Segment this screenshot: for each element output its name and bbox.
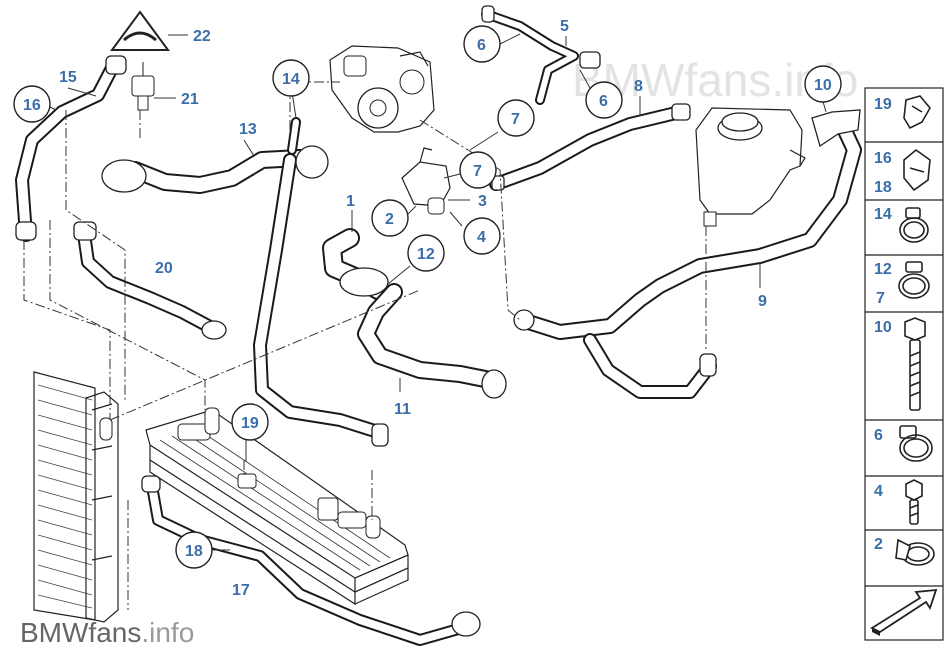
hose-clamp-icon <box>899 207 929 243</box>
hose-connectors <box>15 5 861 637</box>
reference-lines <box>23 81 707 610</box>
screw-icon <box>905 479 923 525</box>
hoses <box>15 9 862 646</box>
arrow-icon <box>870 588 938 636</box>
panel-label-7: 7 <box>876 290 885 307</box>
callout-13: 13 <box>239 121 257 138</box>
callout-7a: 7 <box>511 111 520 128</box>
callout-22: 22 <box>193 28 211 45</box>
callout-15: 15 <box>59 69 77 86</box>
panel-label-19: 19 <box>874 96 892 113</box>
callout-12: 12 <box>417 246 435 263</box>
callout-11: 11 <box>394 401 411 418</box>
panel-label-14: 14 <box>874 206 892 223</box>
panel-label-6: 6 <box>874 427 883 444</box>
coolant-sensor <box>131 62 155 111</box>
warning-label-icon <box>110 10 170 51</box>
callout-1: 1 <box>346 193 355 210</box>
callout-8: 8 <box>634 78 643 95</box>
callout-21: 21 <box>181 91 199 108</box>
spring-clamp-icon <box>895 538 935 566</box>
callout-16: 16 <box>23 97 41 114</box>
footer-brand: BMWfans.info <box>20 617 194 648</box>
hose-clamp-icon <box>898 261 930 299</box>
callout-6b: 6 <box>599 93 608 110</box>
callout-4: 4 <box>477 229 486 246</box>
callout-10: 10 <box>814 77 832 94</box>
radiator <box>33 371 119 623</box>
callout-6a: 6 <box>477 37 486 54</box>
panel-label-10: 10 <box>874 319 892 336</box>
callout-17: 17 <box>232 582 250 599</box>
callout-20: 20 <box>155 260 173 277</box>
callout-18: 18 <box>185 543 203 560</box>
leader-lines <box>43 33 827 551</box>
callout-14: 14 <box>282 71 300 88</box>
callout-9: 9 <box>758 293 767 310</box>
panel-label-2: 2 <box>874 536 883 553</box>
t-fitting <box>401 147 451 215</box>
clip-icon <box>903 95 931 130</box>
callout-2: 2 <box>385 211 394 228</box>
panel-label-12: 12 <box>874 261 892 278</box>
panel-label-16: 16 <box>874 150 892 167</box>
callout-labels: 22 21 15 16 13 14 20 1 2 3 4 12 11 7 7 5… <box>23 18 832 599</box>
callout-3: 3 <box>478 193 487 210</box>
parts-side-panel: 19 16 18 14 12 7 10 6 <box>864 87 944 641</box>
hose-clamp-icon <box>899 425 933 462</box>
panel-label-18: 18 <box>874 179 892 196</box>
panel-label-4: 4 <box>874 483 883 500</box>
callout-5: 5 <box>560 18 569 35</box>
oil-cooler <box>145 407 409 606</box>
callout-circles <box>13 25 842 569</box>
expansion-tank <box>695 107 806 227</box>
callout-7b: 7 <box>473 163 482 180</box>
thermostat-housing <box>329 45 435 133</box>
bolt-icon <box>904 317 926 411</box>
callout-19: 19 <box>241 415 259 432</box>
clip-icon <box>903 148 931 192</box>
